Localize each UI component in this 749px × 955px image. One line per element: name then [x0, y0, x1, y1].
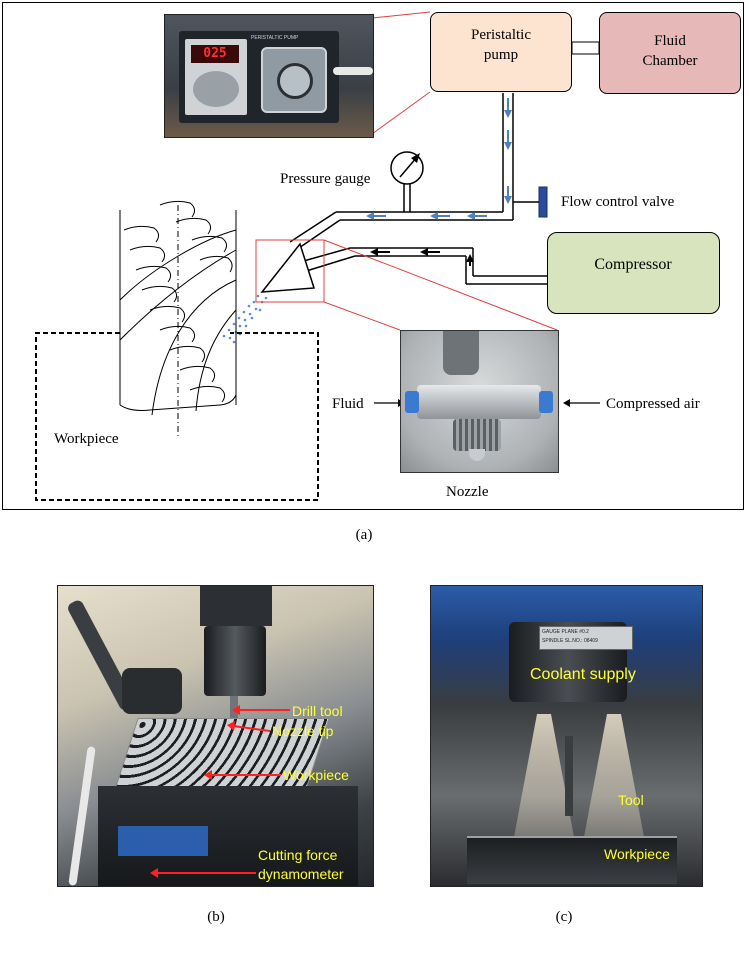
fluid-label: Fluid	[332, 396, 364, 412]
nozzle-label: Nozzle	[446, 484, 489, 500]
nozzle-tip-label: Nozzle tip	[272, 723, 334, 739]
pressure-gauge-label: Pressure gauge	[280, 171, 371, 187]
nozzle-air-inlet	[539, 391, 553, 413]
callout-line-pump-bottom	[371, 91, 431, 135]
spindle-plate-c: GAUGE PLANE #0.2 SPINDLE SL.NO.: 08409	[539, 626, 633, 650]
nozzle-b	[122, 668, 182, 714]
fluid-line-diag-top	[289, 211, 337, 243]
peristaltic-pump-box: Peristaltic pump	[430, 12, 572, 92]
air-pointer-arrow-head	[563, 399, 570, 407]
caption-c: (c)	[555, 909, 573, 925]
pump-head	[261, 47, 327, 113]
peristaltic-pump-label: Peristaltic pump	[471, 27, 531, 63]
photo-c: GAUGE PLANE #0.2 SPINDLE SL.NO.: 08409	[430, 585, 703, 887]
air-flow-arrows	[370, 248, 474, 266]
drill-b	[230, 696, 238, 736]
air-line-diag-bottom	[302, 255, 356, 273]
tool-c	[565, 736, 573, 816]
fluid-flow-arrows	[366, 98, 512, 220]
nozzle-callout-line-bottom	[323, 301, 401, 331]
nozzle-knurled-cap	[453, 419, 501, 451]
pump-body: 025 PERISTALTIC PUMP	[179, 31, 339, 123]
collet-b	[204, 626, 266, 696]
nozzle-tip	[469, 449, 485, 461]
flow-control-valve-label: Flow control valve	[561, 194, 675, 210]
pump-display: 025	[191, 45, 239, 63]
callout-line-pump-top	[371, 11, 431, 19]
pump-keypad	[193, 71, 239, 107]
caption-a: (a)	[355, 527, 373, 543]
pressure-gauge-needle-head	[411, 153, 420, 163]
workpiece-outline	[35, 332, 319, 501]
pump-photo: 025 PERISTALTIC PUMP	[164, 14, 374, 138]
pump-brand-label: PERISTALTIC PUMP	[251, 35, 299, 41]
nozzle-photo	[400, 330, 559, 473]
fluid-chamber-label: Fluid Chamber	[642, 33, 698, 69]
workpiece-c	[467, 836, 677, 884]
tool-label: Tool	[618, 792, 644, 808]
spindle-plate-line2: SPINDLE SL.NO.: 08409	[542, 638, 598, 644]
compressed-air-label: Compressed air	[606, 396, 700, 412]
workpiece-label-b: Workpiece	[283, 767, 349, 783]
nozzle-bracket	[443, 331, 479, 375]
photo-b	[57, 585, 374, 887]
caption-b: (b)	[207, 909, 225, 925]
air-line-diag-top	[299, 247, 351, 263]
dynamometer-label-line1: Cutting force	[258, 847, 338, 863]
workpiece-label-a: Workpiece	[54, 431, 119, 447]
nozzle-fluid-inlet	[405, 391, 419, 413]
coolant-supply-label: Coolant supply	[530, 666, 636, 683]
compressor-box: Compressor	[547, 232, 720, 314]
nozzle-callout-line-top	[323, 239, 558, 331]
dynamometer-label-line2: dynamometer	[258, 866, 344, 882]
fluid-line-diag-bottom	[295, 219, 341, 251]
spindle-b	[200, 586, 272, 626]
workpiece-label-c: Workpiece	[604, 846, 670, 862]
nozzle-body	[417, 385, 541, 419]
dynamometer-plate-b	[118, 826, 208, 856]
compressor-label: Compressor	[594, 256, 672, 273]
panel-a-schematic	[35, 11, 600, 501]
panel-a-frame	[2, 2, 744, 510]
coolant-spray	[222, 294, 268, 344]
end-mill-tool	[119, 200, 237, 438]
pump-rotor	[277, 63, 313, 99]
pump-display-panel: 025	[185, 39, 247, 115]
spindle-plate-line1: GAUGE PLANE #0.2	[542, 629, 589, 635]
pump-tube	[333, 67, 373, 75]
nozzle-cone	[260, 242, 316, 293]
fluid-chamber-box: Fluid Chamber	[599, 12, 741, 94]
nozzle-callout-box	[255, 239, 325, 303]
drill-tool-label: Drill tool	[292, 703, 343, 719]
